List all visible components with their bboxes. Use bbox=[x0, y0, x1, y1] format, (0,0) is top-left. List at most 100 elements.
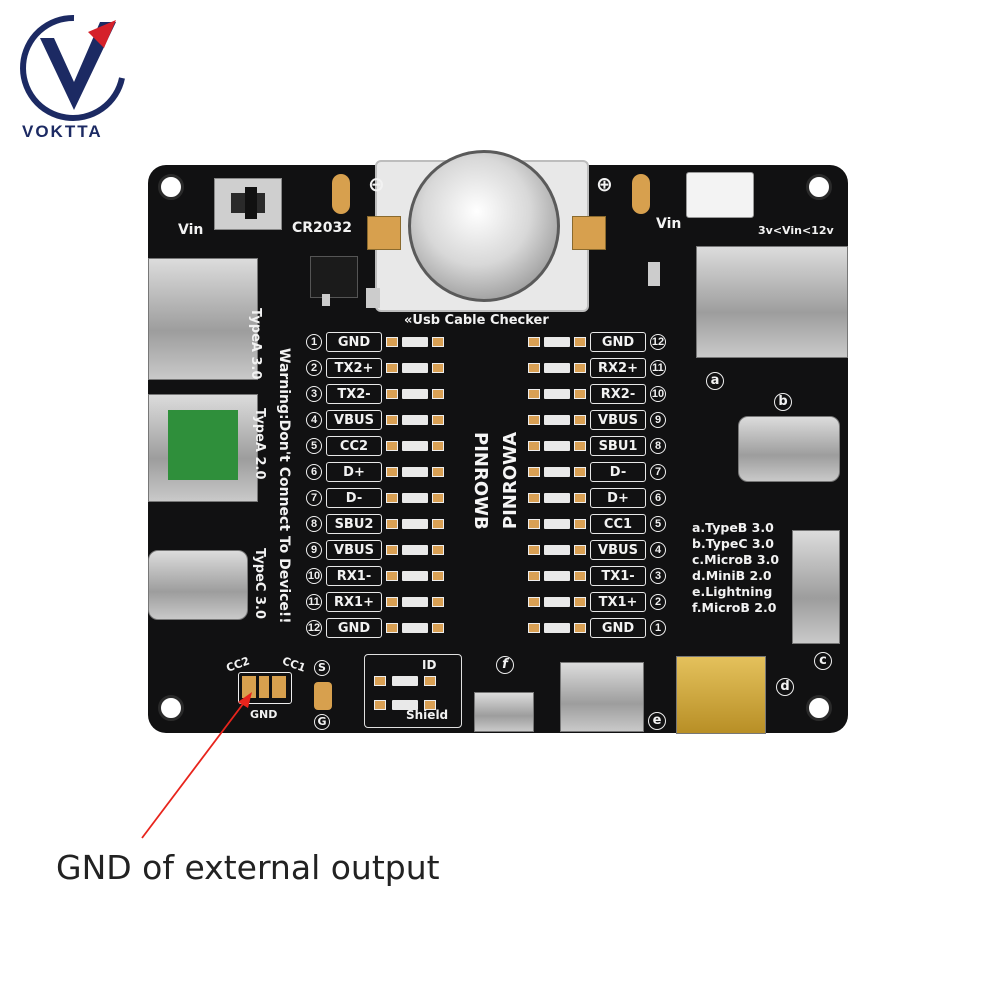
pin-number: 7 bbox=[650, 464, 666, 480]
power-switch[interactable] bbox=[214, 178, 282, 230]
resistor bbox=[402, 597, 428, 607]
pin-number: 3 bbox=[650, 568, 666, 584]
pin-number: 3 bbox=[306, 386, 322, 402]
usb-typea-3-port[interactable] bbox=[148, 258, 258, 380]
led bbox=[386, 623, 398, 633]
pin-number: 8 bbox=[306, 516, 322, 532]
smd-component bbox=[366, 288, 380, 308]
led bbox=[432, 545, 444, 555]
vin-range-label: 3v<Vin<12v bbox=[758, 224, 834, 237]
resistor bbox=[544, 337, 570, 347]
battery-clip-right bbox=[572, 216, 606, 250]
resistor bbox=[402, 389, 428, 399]
led bbox=[432, 389, 444, 399]
g-mark: G bbox=[314, 714, 330, 730]
led bbox=[574, 623, 586, 633]
vin-right-label: Vin bbox=[656, 216, 682, 232]
usb-typec-3-right-port[interactable] bbox=[738, 416, 840, 482]
pin-number: 5 bbox=[306, 438, 322, 454]
resistor bbox=[544, 493, 570, 503]
led bbox=[528, 493, 540, 503]
led bbox=[574, 441, 586, 451]
led bbox=[574, 493, 586, 503]
pin-row: TX1-3 bbox=[528, 566, 688, 586]
battery-clip-left bbox=[367, 216, 401, 250]
pin-label: TX2- bbox=[326, 384, 382, 404]
battery-plus-icon: ⊕ bbox=[596, 172, 613, 196]
led bbox=[386, 519, 398, 529]
pin-label: RX1+ bbox=[326, 592, 382, 612]
usb-miniB-port[interactable] bbox=[676, 656, 766, 734]
mounting-hole-top-left bbox=[158, 174, 184, 200]
led bbox=[574, 571, 586, 581]
logo-brand-text: VOKTTA bbox=[22, 122, 103, 141]
led bbox=[574, 415, 586, 425]
pin-number: 11 bbox=[650, 360, 666, 376]
usb-typeb-3-port[interactable] bbox=[696, 246, 848, 358]
pin-label: TX1+ bbox=[590, 592, 646, 612]
led bbox=[528, 519, 540, 529]
pin-number: 7 bbox=[306, 490, 322, 506]
typea30-label: TypeA 3.0 bbox=[248, 308, 263, 380]
typec30-label: TypeC 3.0 bbox=[252, 548, 267, 620]
pin-number: 10 bbox=[306, 568, 322, 584]
warning-label: Warning:Don't Connect To Device!! bbox=[276, 348, 292, 624]
resistor bbox=[392, 700, 418, 710]
led bbox=[432, 441, 444, 451]
pin-label: VBUS bbox=[326, 540, 382, 560]
usb-microb-2-port[interactable] bbox=[474, 692, 534, 732]
lightning-port[interactable] bbox=[560, 662, 644, 732]
resistor bbox=[402, 545, 428, 555]
pin-label: CC1 bbox=[590, 514, 646, 534]
pin-number: 5 bbox=[650, 516, 666, 532]
pin-label: TX2+ bbox=[326, 358, 382, 378]
sg-pad bbox=[314, 682, 332, 710]
port-type-item: d.MiniB 2.0 bbox=[692, 568, 772, 583]
usb-microb-3-port[interactable] bbox=[792, 530, 840, 644]
led bbox=[424, 676, 436, 686]
gnd-pad bbox=[259, 676, 269, 698]
id-shield-block bbox=[364, 654, 462, 728]
voktta-logo: VOKTTA bbox=[18, 12, 130, 147]
resistor bbox=[402, 441, 428, 451]
pin-number: 12 bbox=[650, 334, 666, 350]
led bbox=[432, 415, 444, 425]
pin-row: RX2-10 bbox=[528, 384, 688, 404]
port-mark-c: c bbox=[814, 652, 832, 670]
pin-label: SBU1 bbox=[590, 436, 646, 456]
led bbox=[528, 363, 540, 373]
port-type-item: e.Lightning bbox=[692, 584, 773, 599]
port-mark-b: b bbox=[774, 393, 792, 411]
resistor bbox=[544, 519, 570, 529]
typea20-label: TypeA 2.0 bbox=[252, 408, 267, 480]
voltage-regulator bbox=[310, 256, 358, 298]
led bbox=[574, 337, 586, 347]
resistor bbox=[544, 597, 570, 607]
usb-typec-3-port[interactable] bbox=[148, 550, 248, 620]
pin-number: 8 bbox=[650, 438, 666, 454]
vin-jst-connector[interactable] bbox=[686, 172, 754, 218]
resistor bbox=[392, 676, 418, 686]
led bbox=[432, 337, 444, 347]
pin-number: 4 bbox=[306, 412, 322, 428]
resistor bbox=[402, 493, 428, 503]
annotation-text: GND of external output bbox=[56, 848, 440, 887]
led bbox=[528, 415, 540, 425]
led bbox=[432, 571, 444, 581]
led bbox=[386, 415, 398, 425]
resistor bbox=[544, 441, 570, 451]
led bbox=[528, 389, 540, 399]
led bbox=[386, 441, 398, 451]
resistor bbox=[402, 623, 428, 633]
mounting-hole-bottom-left bbox=[158, 695, 184, 721]
pin-label: RX1- bbox=[326, 566, 382, 586]
